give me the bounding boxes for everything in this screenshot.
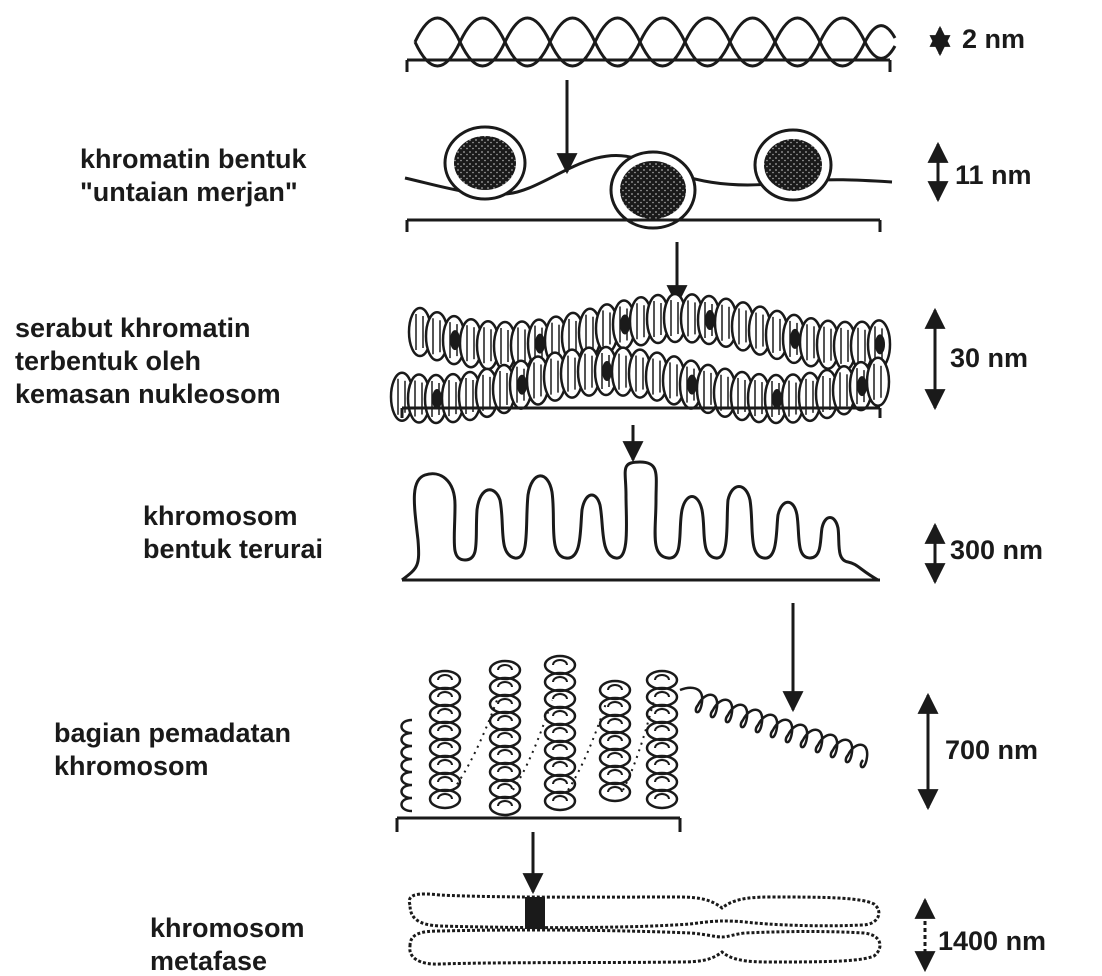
label-line: serabut khromatin (15, 312, 281, 345)
label-loops: khromosom bentuk terurai (143, 500, 323, 566)
label-line: metafase (150, 945, 305, 976)
fiber-disc (867, 358, 889, 406)
label-metaphase: khromosom metafase (150, 912, 305, 976)
nucleosome-bead (755, 130, 831, 200)
scale-label-1400nm: 1400 nm (938, 926, 1046, 957)
scale-label-300nm: 300 nm (950, 535, 1043, 566)
label-line: terbentuk oleh (15, 345, 281, 378)
coiled-loop-column (430, 671, 460, 808)
label-line: khromosom (143, 500, 323, 533)
label-condensed: bagian pemadatan khromosom (54, 717, 291, 783)
label-line: bagian pemadatan (54, 717, 291, 750)
nucleosome-bead (445, 127, 525, 199)
side-coil (402, 720, 413, 811)
label-nucleosome: khromatin bentuk "untaian merjan" (80, 143, 307, 209)
centromere-band (525, 897, 545, 929)
coiled-loop-column (545, 656, 575, 810)
scale-arrows (925, 28, 940, 970)
scale-label-2nm: 2 nm (962, 24, 1025, 55)
nucleosome-beads-on-string (405, 127, 892, 228)
label-line: khromosom (54, 750, 291, 783)
extended-chromosome-loops (402, 462, 880, 580)
scale-label-700nm: 700 nm (945, 735, 1038, 766)
label-line: "untaian merjan" (80, 176, 307, 209)
label-line: khromosom (150, 912, 305, 945)
label-line: kemasan nukleosom (15, 378, 281, 411)
coiled-loop-column (647, 671, 677, 808)
trailing-coil (680, 688, 867, 767)
metaphase-chromosome (409, 894, 880, 964)
scale-label-30nm: 30 nm (950, 343, 1028, 374)
coiled-loop-column (490, 661, 520, 815)
condensed-bracket (397, 818, 680, 832)
chromatin-fiber-30nm (391, 294, 890, 423)
scale-label-11nm: 11 nm (955, 160, 1032, 191)
nucleosome-bead (611, 152, 695, 228)
label-line: bentuk terurai (143, 533, 323, 566)
condensed-chromosome-section (402, 656, 868, 815)
label-fiber: serabut khromatin terbentuk oleh kemasan… (15, 312, 281, 411)
label-line: khromatin bentuk (80, 143, 307, 176)
